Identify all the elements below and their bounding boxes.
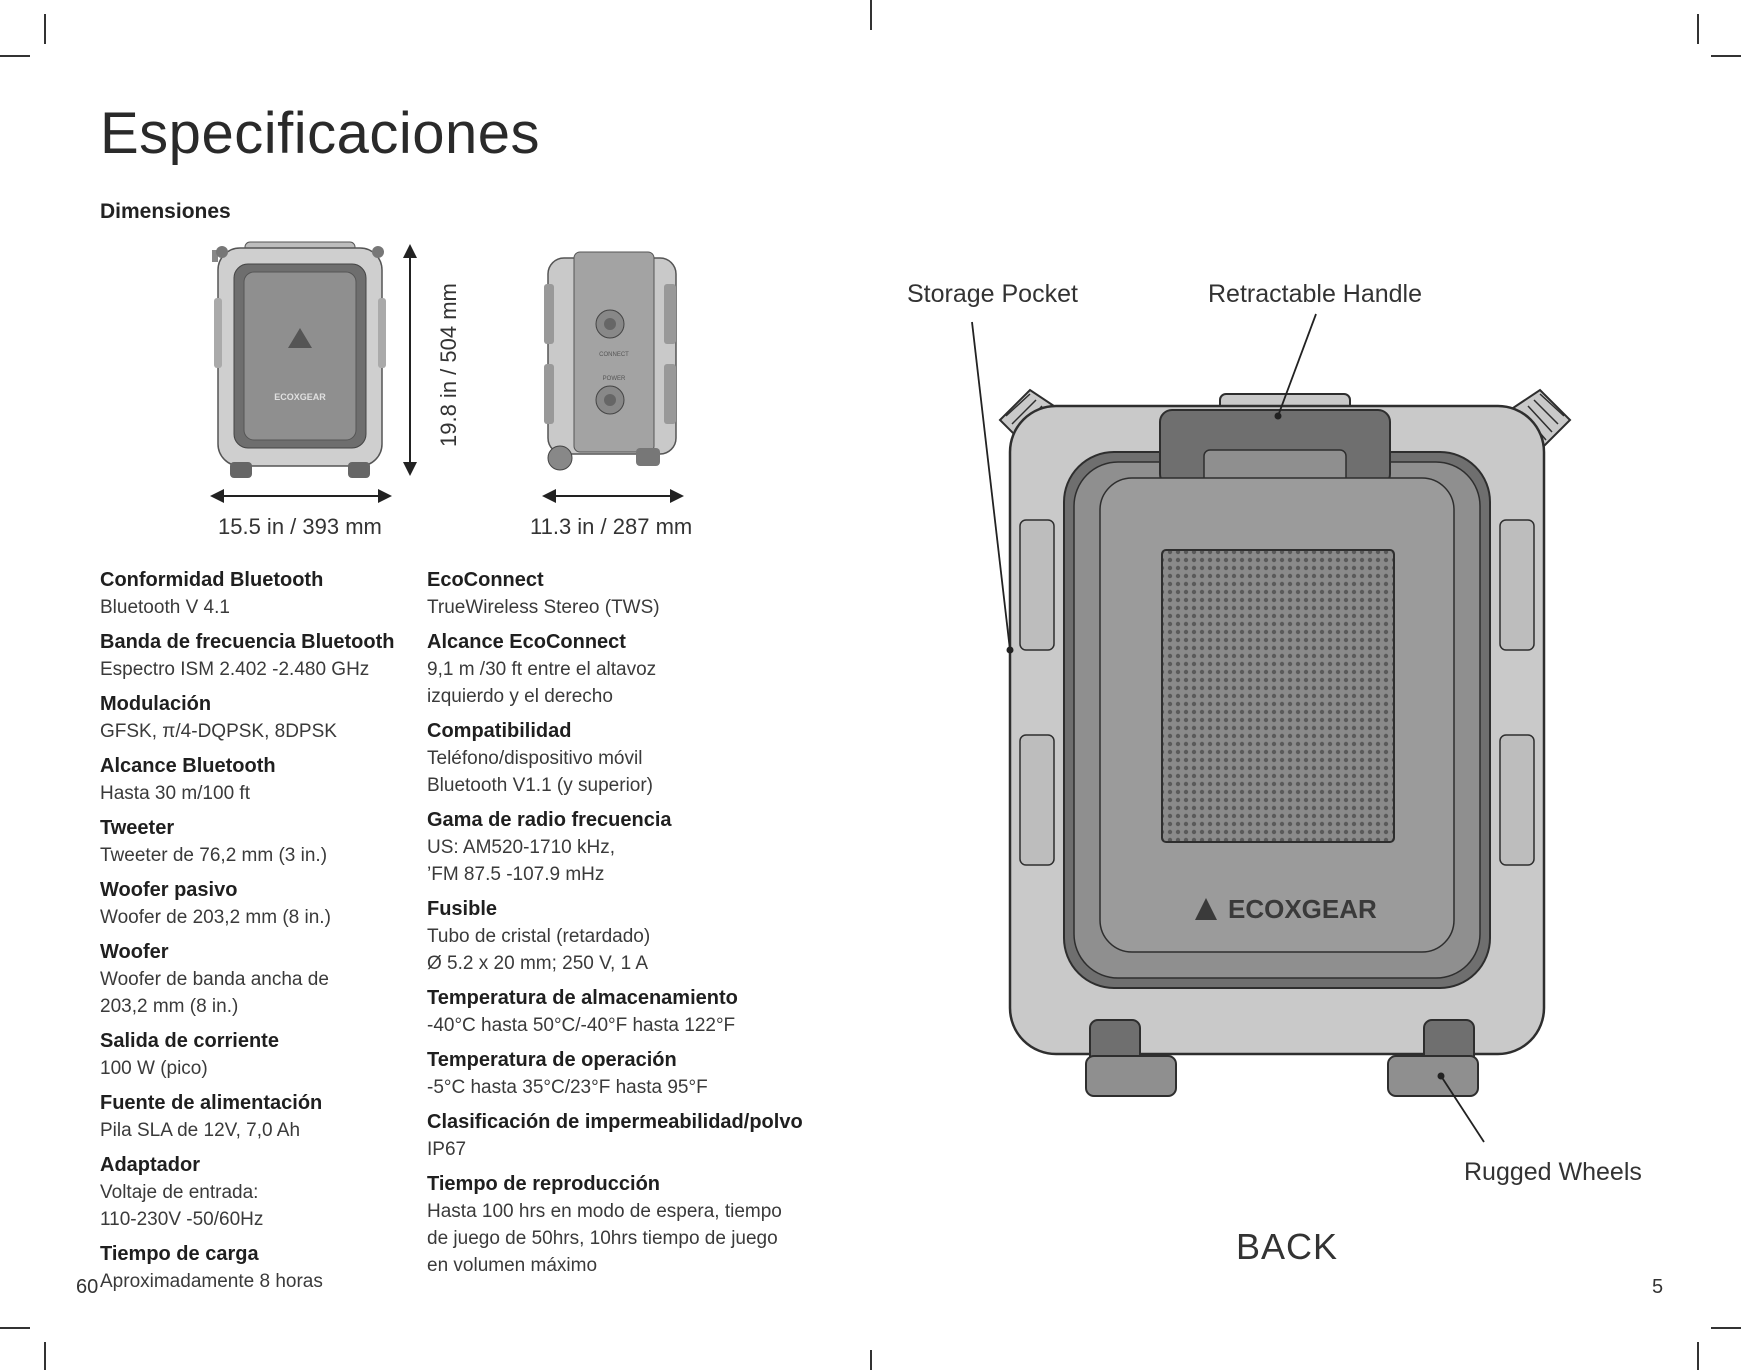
spec-value: Hasta 30 m/100 ft xyxy=(100,783,250,804)
callout-leader-lines xyxy=(971,313,1485,1143)
side-power-label: POWER xyxy=(603,376,626,382)
spec-value: IP67 xyxy=(427,1139,467,1160)
spec-item: Clasificación de impermeabilidad/polvo I… xyxy=(427,1108,847,1163)
spec-value: Hasta 100 hrs en modo de espera, tiempo … xyxy=(427,1201,782,1276)
spec-item: Fusible Tubo de cristal (retardado) Ø 5.… xyxy=(427,895,847,977)
spec-label: Alcance Bluetooth xyxy=(100,755,276,777)
spec-label: Compatibilidad xyxy=(427,720,572,742)
callout-retractable-handle: Retractable Handle xyxy=(1208,280,1423,308)
crop-mark xyxy=(1711,1327,1741,1329)
spec-label: Temperatura de almacenamiento xyxy=(427,987,738,1009)
spec-item: Conformidad Bluetooth Bluetooth V 4.1 xyxy=(100,566,420,621)
spec-item: Woofer Woofer de banda ancha de 203,2 mm… xyxy=(100,938,420,1020)
spec-label: Modulación xyxy=(100,693,212,715)
spec-item: Compatibilidad Teléfono/dispositivo móvi… xyxy=(427,717,847,799)
spec-item: Temperatura de operación -5°C hasta 35°C… xyxy=(427,1046,847,1101)
width-dimension-arrow xyxy=(210,489,392,503)
specs-column-right: EcoConnect TrueWireless Stereo (TWS) Alc… xyxy=(427,566,847,1286)
spec-item: Woofer pasivo Woofer de 203,2 mm (8 in.) xyxy=(100,876,420,931)
spec-item: EcoConnect TrueWireless Stereo (TWS) xyxy=(427,566,847,621)
spec-value: US: AM520-1710 kHz, ’FM 87.5 -107.9 mHz xyxy=(427,837,615,885)
speaker-back-view-illustration: ECOXGEAR xyxy=(998,388,1572,1097)
spec-label: Alcance EcoConnect xyxy=(427,631,626,653)
spec-label: Banda de frecuencia Bluetooth xyxy=(100,631,395,653)
spec-value: Teléfono/dispositivo móvil Bluetooth V1.… xyxy=(427,748,654,796)
spec-item: Alcance EcoConnect 9,1 m /30 ft entre el… xyxy=(427,628,847,710)
spec-label: Tiempo de reproducción xyxy=(427,1173,660,1195)
page-number-left: 60 xyxy=(76,1276,99,1298)
spec-value: TrueWireless Stereo (TWS) xyxy=(427,597,660,618)
storage-pocket-leader xyxy=(971,321,1011,651)
spec-label: Tiempo de carga xyxy=(100,1243,259,1265)
speaker-side-view-illustration: CONNECT POWER xyxy=(544,251,677,471)
spec-item: Modulación GFSK, π/4-DQPSK, 8DPSK xyxy=(100,690,420,745)
width-dimension-label: 15.5 in / 393 mm xyxy=(218,514,382,539)
spec-label: Woofer xyxy=(100,941,169,963)
crop-mark xyxy=(1697,1342,1699,1370)
spec-label: Temperatura de operación xyxy=(427,1049,677,1071)
spec-label: Adaptador xyxy=(100,1154,200,1176)
speaker-front-view-illustration: ECOXGEAR xyxy=(212,241,386,478)
spec-label: Gama de radio frecuencia xyxy=(427,809,672,831)
depth-dimension-label: 11.3 in / 287 mm xyxy=(530,514,693,539)
spec-value: Bluetooth V 4.1 xyxy=(100,597,230,618)
spec-value: Espectro ISM 2.402 -2.480 GHz xyxy=(100,659,370,680)
spec-item: Alcance Bluetooth Hasta 30 m/100 ft xyxy=(100,752,420,807)
height-dimension-arrow xyxy=(403,244,417,476)
spec-value: -5°C hasta 35°C/23°F hasta 95°F xyxy=(427,1077,708,1098)
spec-value: Woofer de 203,2 mm (8 in.) xyxy=(100,907,331,928)
page-title: Especificaciones xyxy=(100,101,540,166)
specs-column-left: Conformidad Bluetooth Bluetooth V 4.1 Ba… xyxy=(100,566,420,1302)
crop-mark xyxy=(0,1327,30,1329)
spec-value: Voltaje de entrada: 110-230V -50/60Hz xyxy=(100,1182,264,1230)
callout-storage-pocket: Storage Pocket xyxy=(907,280,1078,308)
spec-item: Adaptador Voltaje de entrada: 110-230V -… xyxy=(100,1151,420,1233)
spec-value: 9,1 m /30 ft entre el altavoz izquierdo … xyxy=(427,659,657,707)
crop-mark xyxy=(1697,14,1699,44)
spec-value: 100 W (pico) xyxy=(100,1058,208,1079)
spec-item: Fuente de alimentación Pila SLA de 12V, … xyxy=(100,1089,420,1144)
spec-item: Tweeter Tweeter de 76,2 mm (3 in.) xyxy=(100,814,420,869)
spec-value: Aproximadamente 8 horas xyxy=(100,1271,323,1292)
crop-mark xyxy=(44,14,46,44)
side-connect-label: CONNECT xyxy=(599,352,629,358)
spec-item: Temperatura de almacenamiento -40°C hast… xyxy=(427,984,847,1039)
spec-value: Pila SLA de 12V, 7,0 Ah xyxy=(100,1120,301,1141)
spec-value: -40°C hasta 50°C/-40°F hasta 122°F xyxy=(427,1015,736,1036)
spec-value: Tweeter de 76,2 mm (3 in.) xyxy=(100,845,328,866)
spec-value: Tubo de cristal (retardado) Ø 5.2 x 20 m… xyxy=(427,926,651,974)
back-brand-logo: ECOXGEAR xyxy=(1228,894,1377,924)
spec-label: Woofer pasivo xyxy=(100,879,238,901)
crop-mark xyxy=(870,1350,872,1370)
spec-item: Tiempo de carga Aproximadamente 8 horas xyxy=(100,1240,420,1295)
section-title-dimensions: Dimensiones xyxy=(100,200,231,223)
retractable-handle-leader xyxy=(1277,313,1317,417)
crop-mark xyxy=(0,55,30,57)
spec-label: Conformidad Bluetooth xyxy=(100,569,324,591)
spec-item: Salida de corriente 100 W (pico) xyxy=(100,1027,420,1082)
callout-rugged-wheels: Rugged Wheels xyxy=(1464,1158,1642,1186)
rugged-wheels-leader xyxy=(1440,1075,1485,1143)
spec-label: Salida de corriente xyxy=(100,1030,279,1052)
crop-mark xyxy=(1711,55,1741,57)
spec-label: Fuente de alimentación xyxy=(100,1092,323,1114)
spec-label: Tweeter xyxy=(100,817,175,839)
speaker-brand-logo: ECOXGEAR xyxy=(274,392,326,402)
spec-value: GFSK, π/4-DQPSK, 8DPSK xyxy=(100,721,337,742)
crop-mark xyxy=(870,0,872,30)
spec-label: EcoConnect xyxy=(427,569,544,591)
spec-label: Clasificación de impermeabilidad/polvo xyxy=(427,1111,803,1133)
spec-item: Banda de frecuencia Bluetooth Espectro I… xyxy=(100,628,420,683)
spec-item: Gama de radio frecuencia US: AM520-1710 … xyxy=(427,806,847,888)
spec-label: Fusible xyxy=(427,898,498,920)
page-number-right: 5 xyxy=(1652,1276,1664,1298)
spec-item: Tiempo de reproducción Hasta 100 hrs en … xyxy=(427,1170,847,1279)
crop-mark xyxy=(44,1342,46,1370)
height-dimension-label: 19.8 in / 504 mm xyxy=(436,283,461,447)
back-view-label: BACK xyxy=(1236,1226,1339,1267)
depth-dimension-arrow xyxy=(542,489,684,503)
spec-value: Woofer de banda ancha de 203,2 mm (8 in.… xyxy=(100,969,329,1017)
